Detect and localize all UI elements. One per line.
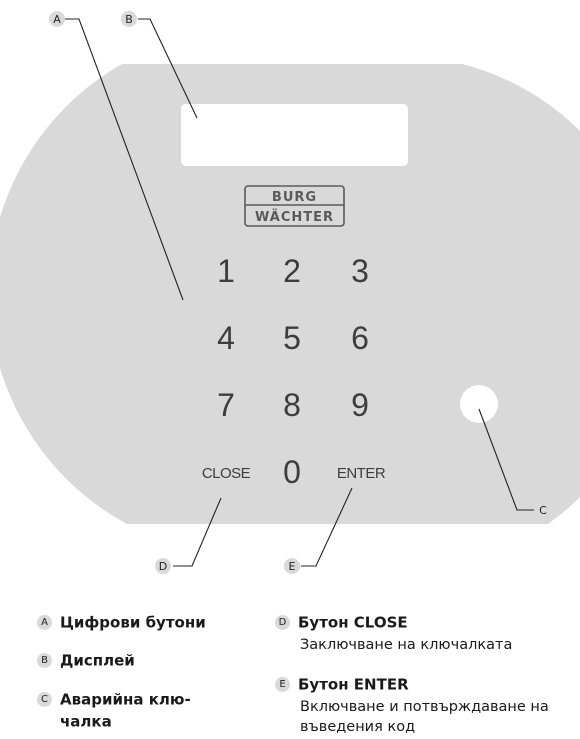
callout-line-e	[301, 487, 353, 567]
emergency-lock	[460, 385, 498, 423]
key-0[interactable]: 0	[283, 454, 301, 490]
lock-keypad-diagram: BURG WÄCHTER 1 2 3 4 5 6 7 8 9 0 CLOSE E…	[0, 11, 580, 574]
display-window	[181, 104, 408, 166]
legend-item-c: C Аварийна клю-	[37, 689, 191, 709]
legend-item-c-cont: чалка	[60, 711, 112, 731]
svg-text:A: A	[53, 13, 61, 26]
legend-title-c-line1: Аварийна клю-	[60, 690, 191, 709]
svg-text:B: B	[125, 13, 133, 26]
callout-e: E	[284, 558, 300, 574]
callout-c: C	[535, 502, 551, 518]
legend-desc-e-line1: Включване и потвърждаване на	[300, 699, 549, 715]
callout-line-a	[65, 18, 184, 301]
callout-b: B	[121, 11, 137, 27]
key-6[interactable]: 6	[351, 320, 369, 356]
svg-text:E: E	[289, 560, 296, 573]
legend-badge-c: C	[37, 692, 52, 707]
legend-badge-d: D	[275, 615, 290, 630]
keypad-panel	[0, 64, 580, 524]
legend-title-d: Бутон CLOSE	[298, 613, 408, 632]
legend-item-d: D Бутон CLOSE	[275, 612, 408, 632]
legend-desc-e-line2: въведения код	[300, 719, 416, 735]
svg-text:D: D	[159, 560, 167, 573]
legend-title-c-line2: чалка	[60, 712, 112, 731]
key-8[interactable]: 8	[283, 387, 301, 423]
close-button[interactable]: CLOSE	[202, 465, 251, 482]
callout-a: A	[49, 11, 65, 27]
brand-logo: BURG WÄCHTER	[244, 185, 345, 227]
callout-line-c	[478, 408, 534, 511]
svg-text:C: C	[539, 504, 547, 517]
brand-line1: BURG	[272, 190, 317, 205]
key-7[interactable]: 7	[217, 387, 235, 423]
legend-title-e: Бутон ENTER	[298, 675, 409, 694]
legend-title-a: Цифрови бутони	[60, 613, 206, 632]
key-9[interactable]: 9	[351, 387, 369, 423]
legend-item-b: B Дисплей	[37, 650, 135, 670]
enter-button[interactable]: ENTER	[337, 465, 387, 482]
key-4[interactable]: 4	[217, 320, 235, 356]
legend-desc-d: Заключване на ключалката	[300, 637, 513, 653]
callout-d: D	[155, 558, 171, 574]
legend-item-a: A Цифрови бутони	[37, 612, 206, 632]
callout-lines	[65, 18, 534, 567]
callout-line-d	[173, 497, 222, 567]
key-2[interactable]: 2	[283, 253, 301, 289]
key-5[interactable]: 5	[283, 320, 301, 356]
callout-line-b	[138, 18, 198, 119]
legend-badge-a: A	[37, 615, 52, 630]
key-1[interactable]: 1	[217, 253, 235, 289]
legend-badge-e: E	[275, 677, 290, 692]
legend-title-b: Дисплей	[60, 651, 135, 670]
legend-badge-b: B	[37, 653, 52, 668]
legend-item-e: E Бутон ENTER	[275, 674, 409, 694]
key-3[interactable]: 3	[351, 253, 369, 289]
brand-line2: WÄCHTER	[255, 209, 334, 225]
